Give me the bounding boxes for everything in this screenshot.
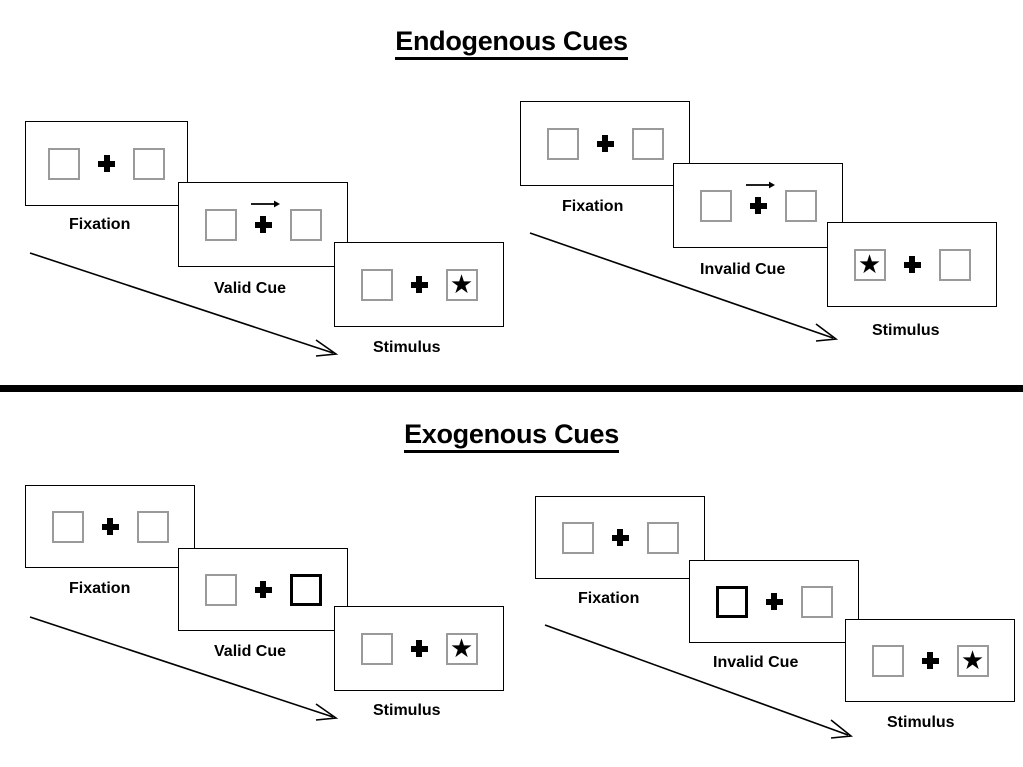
left-box <box>360 268 393 301</box>
fixation-cross-icon <box>410 640 428 657</box>
fixation-cross-icon <box>410 276 428 293</box>
frame-endogenous-valid-cue <box>178 182 348 267</box>
frame-exogenous-valid-fixation <box>25 485 195 568</box>
time-arrow-endogenous-valid <box>29 252 339 357</box>
left-box-with-star: ★ <box>853 248 886 281</box>
right-box-with-star: ★ <box>445 632 478 665</box>
fixation-cross-wrap <box>596 135 614 152</box>
star-icon: ★ <box>857 248 882 279</box>
frame-exogenous-invalid-cue <box>689 560 859 643</box>
caption-endogenous-valid-stimulus: Stimulus <box>373 339 441 356</box>
right-box <box>646 521 679 554</box>
caption-exogenous-invalid-fixation: Fixation <box>578 590 640 607</box>
frame-exogenous-valid-cue <box>178 548 348 631</box>
fixation-cross-wrap <box>903 256 921 273</box>
frame-endogenous-valid-stimulus: ★ <box>334 242 504 327</box>
left-box <box>360 632 393 665</box>
section-title-exogenous: Exogenous Cues <box>0 419 1023 453</box>
caption-exogenous-valid-cue: Valid Cue <box>214 643 287 660</box>
fixation-cross-wrap <box>101 518 119 535</box>
left-box-highlighted-cue <box>715 585 748 618</box>
fixation-cross-icon <box>765 593 783 610</box>
arrow-right-cue-icon <box>250 200 280 208</box>
frame-endogenous-valid-fixation <box>25 121 188 206</box>
frame-exogenous-valid-stimulus: ★ <box>334 606 504 691</box>
right-box <box>133 147 165 180</box>
left-box <box>699 189 732 222</box>
section-title-exogenous-text: Exogenous Cues <box>404 419 619 453</box>
time-arrow-exogenous-invalid <box>544 624 854 739</box>
section-title-endogenous: Endogenous Cues <box>0 26 1023 60</box>
arrow-right-cue-icon <box>745 181 775 189</box>
right-box <box>631 127 664 160</box>
frame-endogenous-invalid-fixation <box>520 101 690 186</box>
left-box <box>561 521 594 554</box>
fixation-cross-wrap <box>921 652 939 669</box>
fixation-cross-wrap <box>765 593 783 610</box>
star-icon: ★ <box>960 644 985 675</box>
right-box-highlighted-cue <box>289 573 322 606</box>
fixation-cross-wrap <box>98 155 115 172</box>
caption-endogenous-invalid-stimulus: Stimulus <box>872 322 940 339</box>
caption-exogenous-valid-stimulus: Stimulus <box>373 702 441 719</box>
left-box <box>204 208 237 241</box>
fixation-cross-icon <box>98 155 115 172</box>
frame-endogenous-invalid-stimulus: ★ <box>827 222 997 307</box>
caption-endogenous-valid-fixation: Fixation <box>69 216 131 233</box>
caption-endogenous-valid-cue: Valid Cue <box>214 280 287 297</box>
caption-endogenous-invalid-fixation: Fixation <box>562 198 624 215</box>
right-box-with-star: ★ <box>445 268 478 301</box>
time-arrow-exogenous-valid <box>29 616 339 721</box>
caption-exogenous-valid-fixation: Fixation <box>69 580 131 597</box>
fixation-cross-icon <box>921 652 939 669</box>
fixation-cross-wrap <box>410 640 428 657</box>
right-box <box>289 208 322 241</box>
frame-endogenous-invalid-cue <box>673 163 843 248</box>
right-box <box>784 189 817 222</box>
left-box <box>871 644 904 677</box>
frame-exogenous-invalid-fixation <box>535 496 705 579</box>
right-box <box>136 510 169 543</box>
fixation-cross-wrap <box>254 581 272 598</box>
fixation-cross-icon <box>101 518 119 535</box>
fixation-cross-wrap <box>611 529 629 546</box>
fixation-cross-wrap <box>250 200 280 233</box>
right-box-with-star: ★ <box>956 644 989 677</box>
fixation-cross-icon <box>749 197 767 214</box>
fixation-cross-icon <box>903 256 921 273</box>
section-divider <box>0 385 1023 392</box>
fixation-cross-icon <box>611 529 629 546</box>
frame-exogenous-invalid-stimulus: ★ <box>845 619 1015 702</box>
star-icon: ★ <box>449 632 474 663</box>
fixation-cross-wrap <box>410 276 428 293</box>
fixation-cross-icon <box>254 581 272 598</box>
left-box <box>51 510 84 543</box>
time-arrow-endogenous-invalid <box>529 232 839 342</box>
right-box <box>800 585 833 618</box>
caption-endogenous-invalid-cue: Invalid Cue <box>700 261 786 278</box>
fixation-cross-icon <box>596 135 614 152</box>
caption-exogenous-invalid-stimulus: Stimulus <box>887 714 955 731</box>
fixation-cross-icon <box>254 216 272 233</box>
fixation-cross-wrap <box>745 181 775 214</box>
left-box <box>546 127 579 160</box>
star-icon: ★ <box>449 268 474 299</box>
left-box <box>48 147 80 180</box>
section-title-endogenous-text: Endogenous Cues <box>395 26 628 60</box>
left-box <box>204 573 237 606</box>
caption-exogenous-invalid-cue: Invalid Cue <box>713 654 799 671</box>
right-box <box>938 248 971 281</box>
